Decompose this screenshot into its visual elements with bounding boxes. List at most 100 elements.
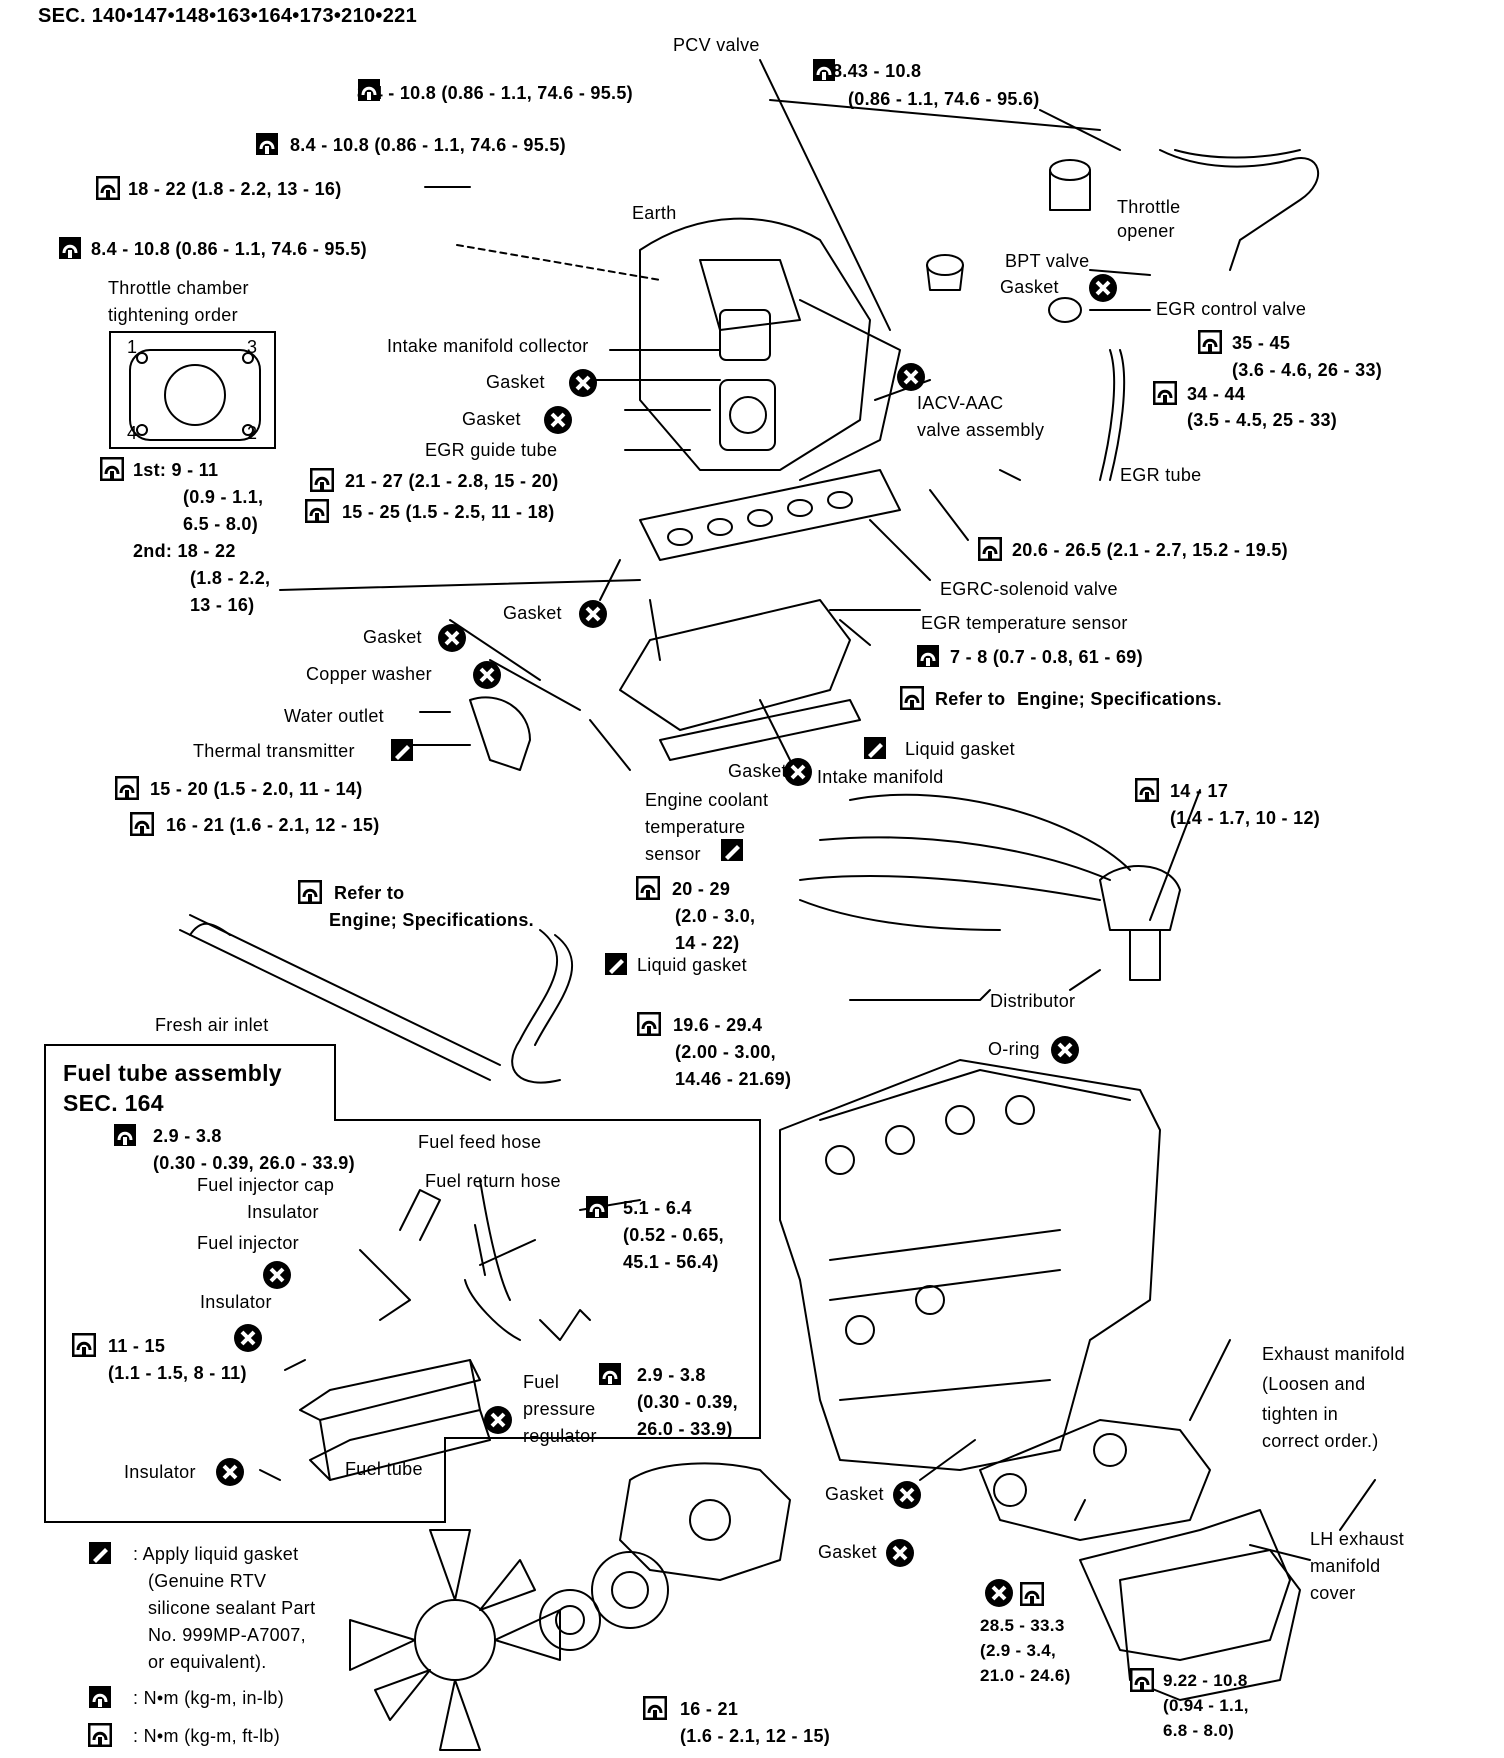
refer-2-b: Engine; Specifications. bbox=[329, 910, 534, 930]
liquid-gasket-icon bbox=[391, 739, 413, 761]
do-not-reuse-icon bbox=[579, 600, 607, 628]
liquid-gasket-icon bbox=[605, 953, 627, 975]
do-not-reuse-icon bbox=[1089, 274, 1117, 302]
insulator-1-label: Insulator bbox=[247, 1202, 319, 1222]
exhaust-manifold-label-1: Exhaust manifold bbox=[1262, 1344, 1405, 1364]
torque-20-29-b: (2.0 - 3.0, bbox=[675, 906, 756, 926]
fuel-return-hose-label: Fuel return hose bbox=[425, 1171, 561, 1191]
refer-1-b: Engine; Specifications. bbox=[1017, 689, 1222, 709]
order-num-2: 2 bbox=[247, 423, 258, 443]
torque-in-lb-icon bbox=[59, 237, 81, 259]
fuel-torque-5-1-b: (0.52 - 0.65, bbox=[623, 1225, 724, 1245]
torque-15-25: 15 - 25 (1.5 - 2.5, 11 - 18) bbox=[342, 502, 555, 522]
fpr-label-1: Fuel bbox=[523, 1372, 560, 1392]
torque-9-22-b: (0.94 - 1.1, bbox=[1163, 1696, 1249, 1715]
fuel-injector-label: Fuel injector bbox=[197, 1233, 299, 1253]
torque-20-29-c: 14 - 22) bbox=[675, 933, 740, 953]
torque-ft-lb-icon bbox=[310, 468, 334, 492]
legend-nm-ft: : N•m (kg-m, ft-lb) bbox=[133, 1726, 280, 1746]
water-outlet-label: Water outlet bbox=[284, 706, 384, 726]
fuel-torque-2: 2.9 - 3.8 bbox=[637, 1365, 706, 1385]
torque-ft-lb-icon bbox=[1020, 1582, 1044, 1606]
torque-16-21-bottom-b: (1.6 - 2.1, 12 - 15) bbox=[680, 1726, 831, 1746]
legend-liquid-3: silicone sealant Part bbox=[148, 1598, 316, 1618]
torque-ft-lb-icon bbox=[1130, 1668, 1154, 1692]
torque-ft-lb-icon bbox=[1153, 381, 1177, 405]
torque-34-44: 34 - 44 bbox=[1187, 384, 1246, 404]
torque-ft-lb-icon bbox=[115, 776, 139, 800]
fuel-feed-hose-label: Fuel feed hose bbox=[418, 1132, 542, 1152]
legend-liquid-5: or equivalent). bbox=[148, 1652, 267, 1672]
second-step-b: (1.8 - 2.2, bbox=[190, 568, 271, 588]
do-not-reuse-icon bbox=[473, 661, 501, 689]
legend-torque-in-lb-icon bbox=[89, 1686, 111, 1708]
torque-20-29: 20 - 29 bbox=[672, 879, 731, 899]
torque-28-5: 28.5 - 33.3 bbox=[980, 1616, 1065, 1635]
pcv-valve-label: PCV valve bbox=[673, 35, 760, 55]
torque-in-lb-icon bbox=[599, 1363, 621, 1385]
refer-2: Refer to bbox=[334, 883, 405, 903]
throttle-opener-label-2: opener bbox=[1117, 221, 1175, 241]
torque-in-lb-icon bbox=[256, 133, 278, 155]
torque-ft-lb-icon bbox=[636, 876, 660, 900]
do-not-reuse-icon bbox=[784, 758, 812, 786]
torque-28-5-b: (2.9 - 3.4, bbox=[980, 1641, 1057, 1660]
torque-14-17-b: (1.4 - 1.7, 10 - 12) bbox=[1170, 808, 1321, 828]
lh-cover-label-3: cover bbox=[1310, 1583, 1356, 1603]
torque-19-6: 19.6 - 29.4 bbox=[673, 1015, 763, 1035]
gasket-g-label: Gasket bbox=[818, 1542, 877, 1562]
liquid-gasket-icon bbox=[721, 839, 743, 861]
torque-t2a: 8.43 - 10.8 bbox=[832, 61, 922, 81]
do-not-reuse-icon bbox=[893, 1481, 921, 1509]
torque-ft-lb-icon bbox=[96, 176, 120, 200]
egr-guide-tube-label: EGR guide tube bbox=[425, 440, 558, 460]
torque-ft-lb-icon bbox=[298, 880, 322, 904]
exhaust-manifold-label-3: tighten in bbox=[1262, 1404, 1339, 1424]
liquid-gasket-1-label: Liquid gasket bbox=[905, 739, 1015, 759]
iacv-label-1: IACV-AAC bbox=[917, 393, 1004, 413]
gasket-f-label: Gasket bbox=[825, 1484, 884, 1504]
order-num-4: 4 bbox=[127, 423, 138, 443]
first-step: 1st: 9 - 11 bbox=[133, 460, 219, 480]
fuel-tube-label: Fuel tube bbox=[345, 1459, 423, 1479]
legend-liquid-1: : Apply liquid gasket bbox=[133, 1544, 299, 1564]
fuel-assembly-sec: SEC. 164 bbox=[63, 1090, 164, 1116]
torque-9-22-c: 6.8 - 8.0) bbox=[1163, 1721, 1235, 1740]
fuel-torque-2-c: 26.0 - 33.9) bbox=[637, 1419, 733, 1439]
liquid-gasket-2-label: Liquid gasket bbox=[637, 955, 747, 975]
distributor-label: Distributor bbox=[990, 991, 1076, 1011]
torque-20-6: 20.6 - 26.5 (2.1 - 2.7, 15.2 - 19.5) bbox=[1012, 540, 1288, 560]
do-not-reuse-icon bbox=[544, 406, 572, 434]
fuel-torque-2-b: (0.30 - 0.39, bbox=[637, 1392, 738, 1412]
legend-liquid-4: No. 999MP-A7007, bbox=[148, 1625, 306, 1645]
fuel-torque-11: 11 - 15 bbox=[108, 1336, 166, 1356]
gasket-e-label: Gasket bbox=[728, 761, 787, 781]
fpr-label-3: regulator bbox=[523, 1426, 597, 1446]
fuel-torque-5-1: 5.1 - 6.4 bbox=[623, 1198, 692, 1218]
fuel-torque-1: 2.9 - 3.8 bbox=[153, 1126, 222, 1146]
ect-label-2: temperature bbox=[645, 817, 746, 837]
torque-in-lb-icon bbox=[358, 79, 380, 101]
liquid-gasket-icon bbox=[864, 737, 886, 759]
order-num-3: 3 bbox=[247, 337, 258, 357]
torque-ft-lb-icon bbox=[1135, 778, 1159, 802]
gasket-a-label: Gasket bbox=[486, 372, 545, 392]
torque-in-lb-icon bbox=[586, 1196, 608, 1218]
do-not-reuse-icon bbox=[569, 369, 597, 397]
order-num-1: 1 bbox=[127, 337, 138, 357]
lh-cover-label-1: LH exhaust bbox=[1310, 1529, 1405, 1549]
do-not-reuse-icon bbox=[1051, 1036, 1079, 1064]
torque-ft-lb-icon bbox=[130, 812, 154, 836]
torque-t5: 8.4 - 10.8 (0.86 - 1.1, 74.6 - 95.5) bbox=[91, 239, 367, 259]
thermal-transmitter-label: Thermal transmitter bbox=[193, 741, 355, 761]
fuel-torque-1-b: (0.30 - 0.39, 26.0 - 33.9) bbox=[153, 1153, 355, 1173]
gasket-c-label: Gasket bbox=[503, 603, 562, 623]
intake-manifold-label: Intake manifold bbox=[817, 767, 944, 787]
do-not-reuse-icon bbox=[438, 624, 466, 652]
do-not-reuse-icon bbox=[234, 1324, 262, 1352]
egr-tube-label: EGR tube bbox=[1120, 465, 1202, 485]
torque-34-44-b: (3.5 - 4.5, 25 - 33) bbox=[1187, 410, 1338, 430]
legend-torque-ft-lb-icon bbox=[88, 1723, 112, 1747]
section-header: SEC. 140•147•148•163•164•173•210•221 bbox=[38, 5, 418, 27]
do-not-reuse-icon bbox=[263, 1261, 291, 1289]
